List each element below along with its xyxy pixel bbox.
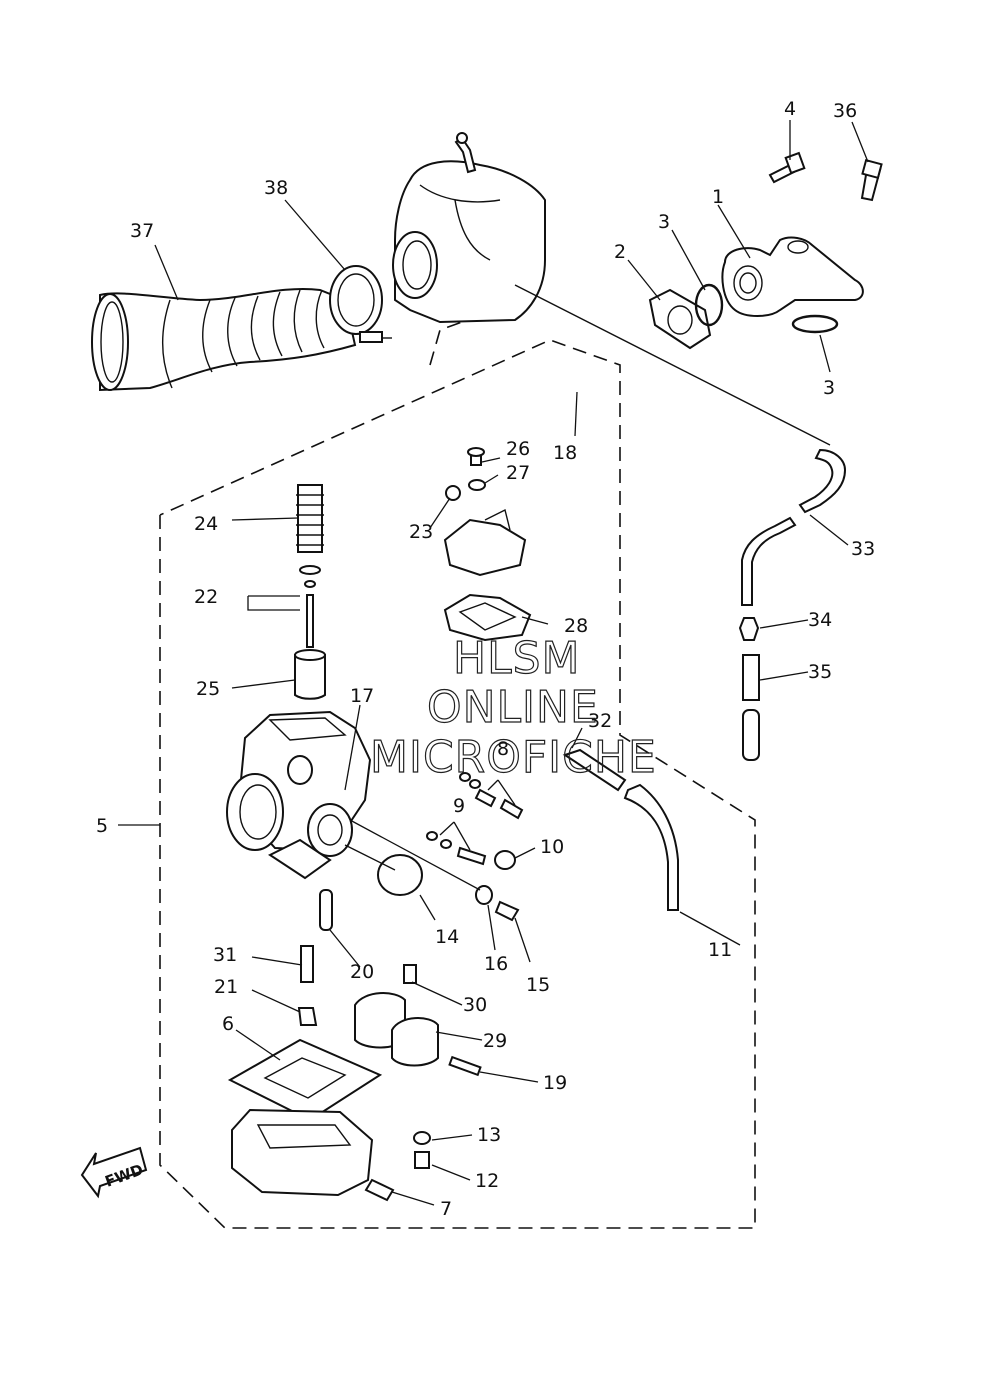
callout-32: 32 [588,710,612,732]
intake-manifold-part [721,236,864,317]
throttle-slide-parts [294,484,326,700]
callout-9: 9 [453,795,465,817]
callout-27: 27 [506,462,530,484]
callout-25: 25 [196,678,220,700]
callout-2: 2 [614,241,626,263]
hose-clamp-part [329,265,392,343]
watermark-line-2: ONLINE [427,682,599,733]
carburetor-assembly-boundary [159,321,756,1229]
callout-leader-lines [118,120,869,1206]
callout-22: 22 [194,586,218,608]
callout-16: 16 [484,953,508,975]
callout-12: 12 [475,1170,499,1192]
callout-33: 33 [851,538,875,560]
callout-21: 21 [214,976,238,998]
watermark-line-3: MICROFICHE [370,732,657,783]
callout-11: 11 [708,939,732,961]
callout-18: 18 [553,442,577,464]
callout-17: 17 [350,685,374,707]
callout-3: 3 [658,211,670,233]
o-ring-parts [694,283,839,334]
air-duct-part [91,288,357,392]
bolt-parts-top [768,151,883,202]
callout-14: 14 [435,926,459,948]
callout-31: 31 [213,944,237,966]
callout-38: 38 [264,177,288,199]
callout-3: 3 [823,377,835,399]
callout-15: 15 [526,974,550,996]
callout-5: 5 [96,815,108,837]
carburetor-lower-parts [227,889,482,1202]
carburetor-screw-parts [377,748,679,922]
carburetor-top-cover-parts [443,447,532,642]
callout-35: 35 [808,661,832,683]
callout-36: 36 [833,100,857,122]
callout-23: 23 [409,521,433,543]
callout-24: 24 [194,513,218,535]
callout-4: 4 [784,98,796,120]
watermark-line-1: HLSM [453,633,581,684]
callout-28: 28 [564,615,588,637]
forward-direction-arrow-icon: FWD [80,1146,148,1199]
callout-8: 8 [497,738,509,760]
callout-20: 20 [350,961,374,983]
watermark: HLSM ONLINE MICROFICHE [369,632,657,783]
callout-26: 26 [506,438,530,460]
callout-13: 13 [477,1124,501,1146]
callout-29: 29 [483,1030,507,1052]
callout-10: 10 [540,836,564,858]
callout-1: 1 [712,186,724,208]
callout-30: 30 [463,994,487,1016]
callout-7: 7 [440,1198,452,1220]
callout-labels: 1 2 3 3 4 5 6 7 8 9 10 11 12 13 14 15 16… [96,98,875,1220]
callout-37: 37 [130,220,154,242]
carburetor-body-part [226,710,372,880]
callout-19: 19 [543,1072,567,1094]
vent-hose-parts [514,284,847,761]
callout-34: 34 [808,609,832,631]
air-joint-body [392,132,546,324]
callout-6: 6 [222,1013,234,1035]
